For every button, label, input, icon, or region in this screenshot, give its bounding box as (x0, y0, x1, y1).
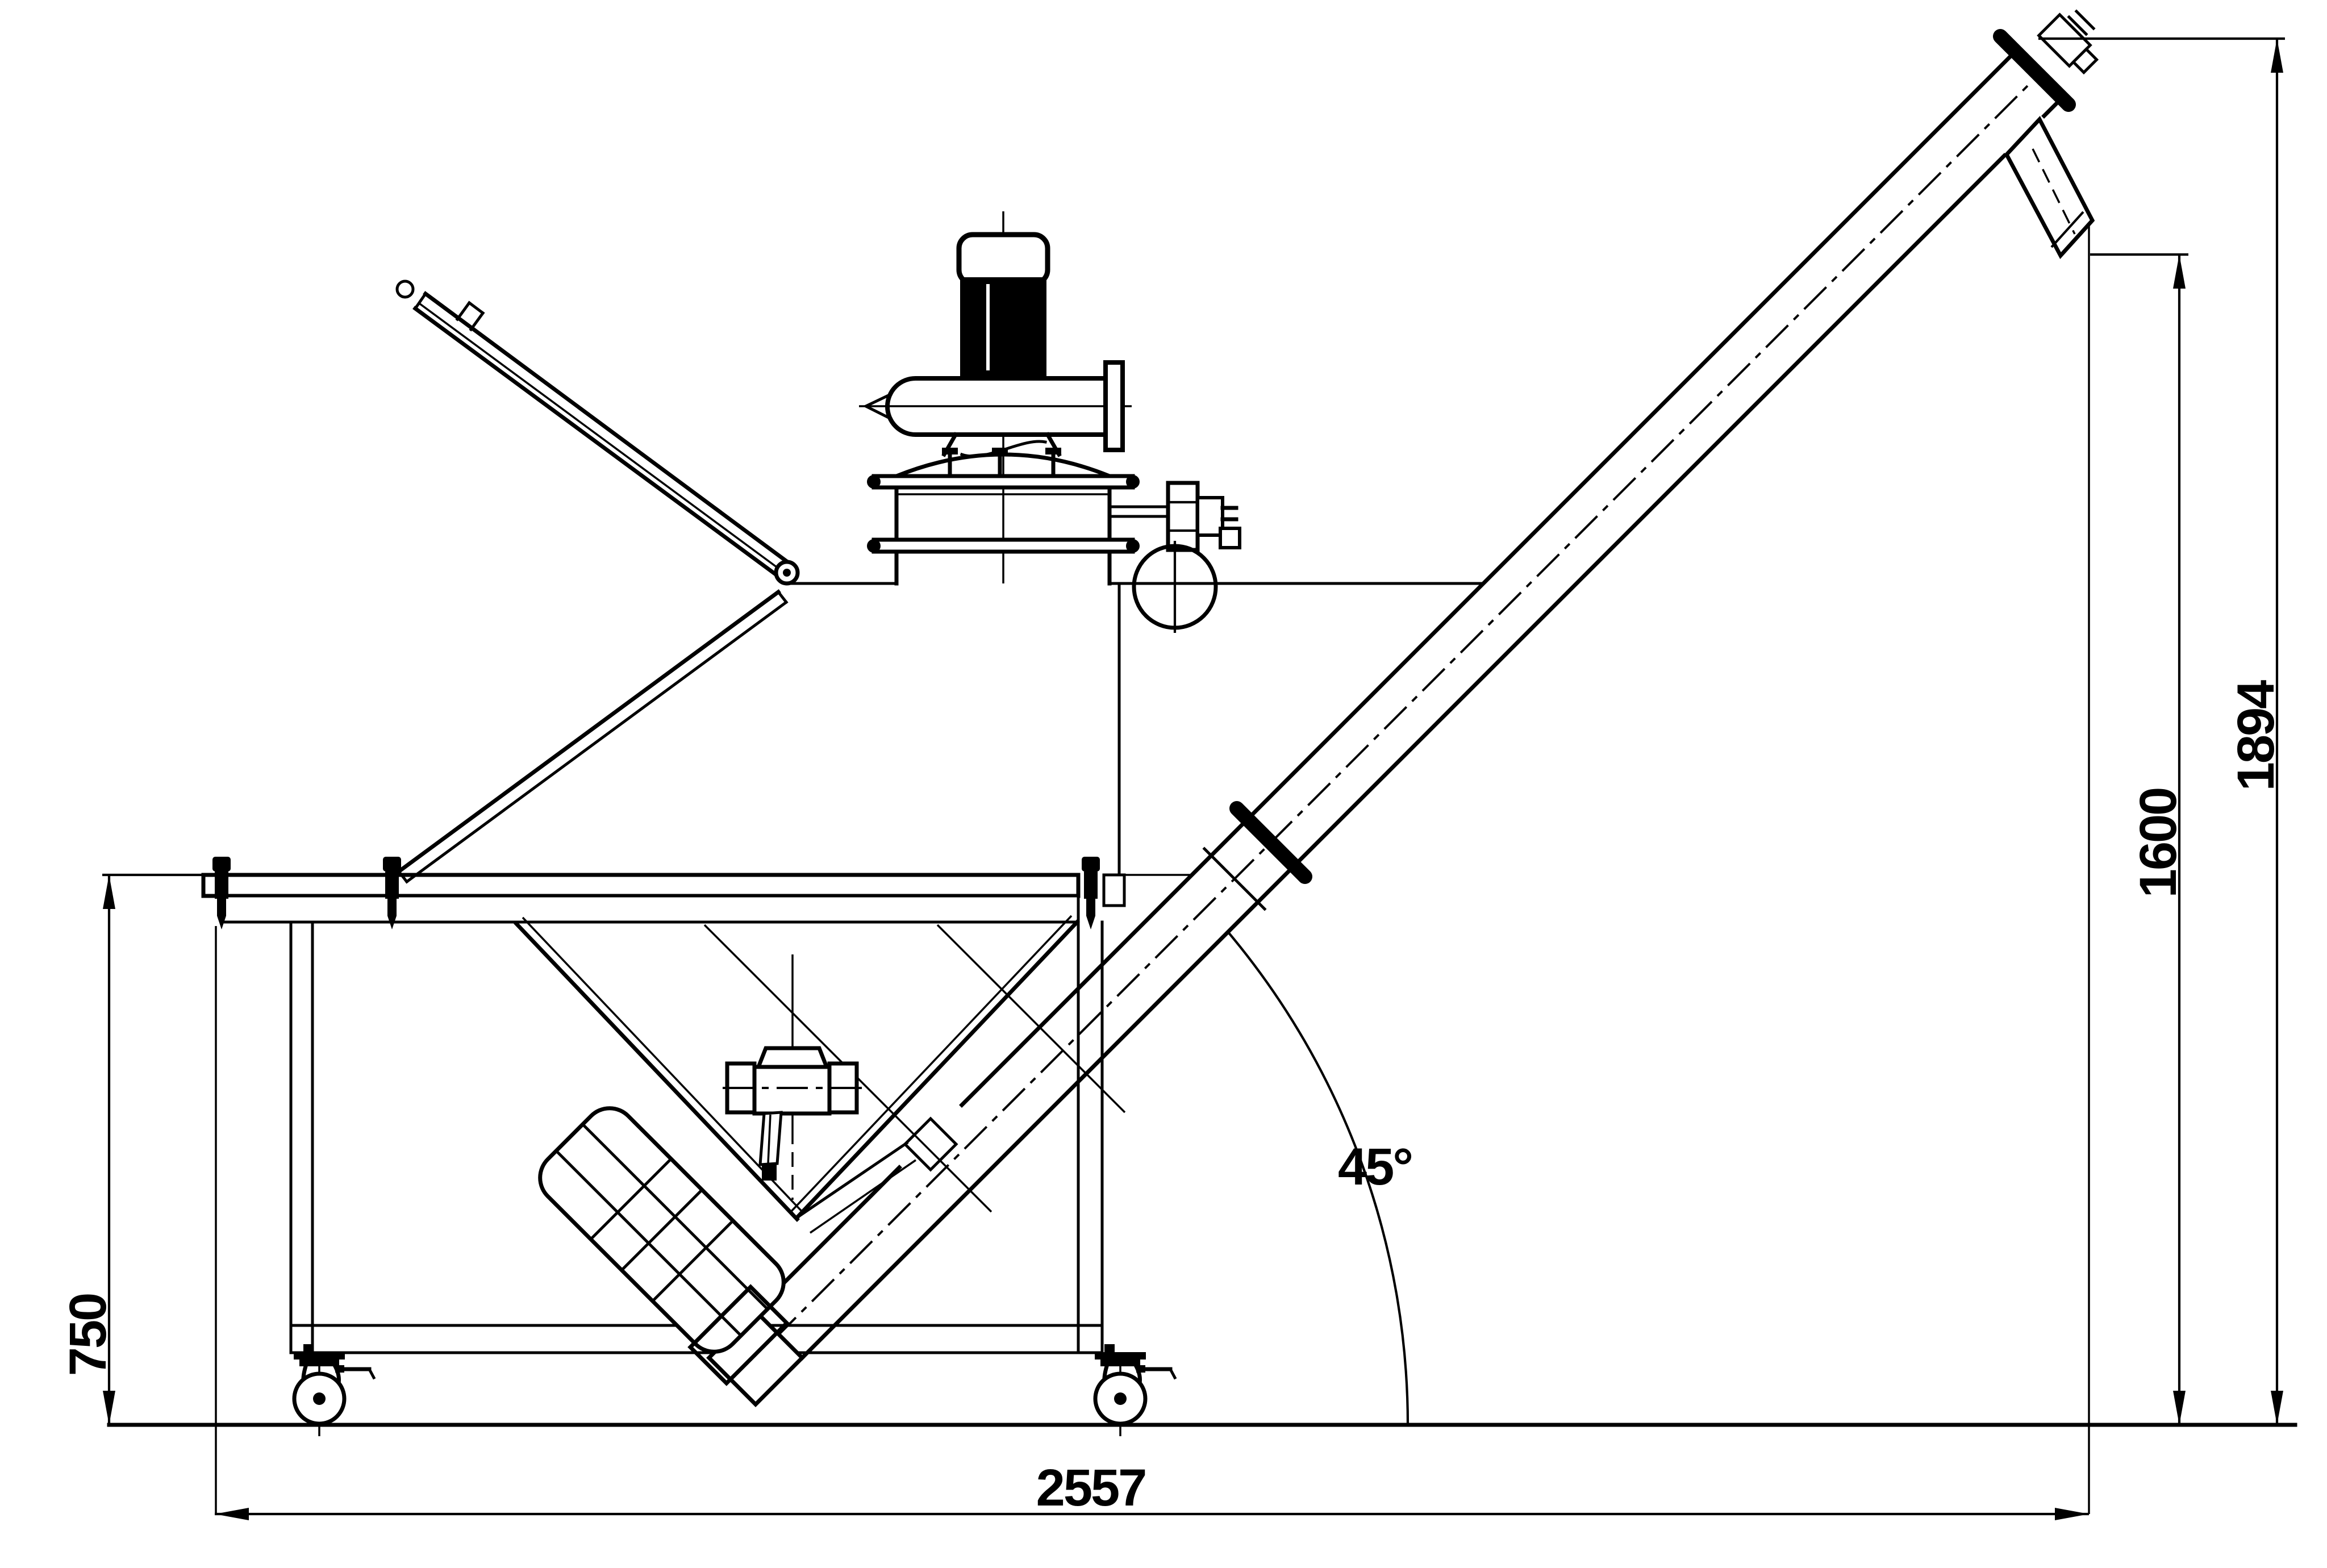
coupling (687, 1284, 790, 1386)
vibration-motor (723, 1046, 865, 1181)
caster-left (292, 1344, 376, 1436)
caster-right (1093, 1344, 1177, 1436)
dimension-1600: 1600 (2090, 253, 2188, 1425)
hopper (396, 582, 1483, 1234)
shaft-tip (862, 392, 893, 421)
tube-mid-clamp (1229, 801, 1312, 884)
lid-panel (423, 291, 790, 565)
side-outlet (1108, 481, 1241, 552)
drive-motor (538, 1106, 790, 1386)
dimension-750: 750 (59, 873, 206, 1425)
auger-tube (706, 9, 2099, 1407)
dim-1600-label: 1600 (2129, 789, 2187, 898)
dim-45-label: 45° (1338, 1138, 1412, 1196)
discharge-spout (2004, 116, 2095, 260)
dimension-1894: 1894 (2038, 37, 2285, 1425)
clamp-band (871, 537, 1135, 554)
lid-knob (395, 280, 415, 299)
cart-frame (201, 873, 1191, 1354)
dim-750-label: 750 (59, 1294, 117, 1377)
dome-clamps (942, 448, 1061, 478)
hopper-inclined-wall (396, 589, 781, 874)
blower-flange (1103, 360, 1125, 452)
sieve-stack (859, 211, 1241, 633)
sensor-probe (758, 1111, 783, 1166)
tube-top-flange (1993, 29, 2076, 112)
tube-lower-wall (799, 153, 2007, 1361)
dim-1894-label: 1894 (2227, 680, 2285, 791)
wall-base-plate (1102, 873, 1126, 907)
angle-arc (1227, 931, 1409, 1425)
tube-centerline (773, 83, 2030, 1341)
angle-dimension-45: 45° (1227, 931, 1413, 1425)
inlet-boot (903, 1116, 958, 1172)
motor-body (960, 277, 1046, 378)
latch-pin (1082, 857, 1100, 929)
tabletop (201, 873, 1081, 898)
latch-pin (212, 857, 231, 929)
cone-right-wall (794, 919, 1080, 1220)
dimension-2557: 2557 (215, 223, 2090, 1520)
handwheel (1132, 541, 1218, 633)
motor-cowl (956, 232, 1050, 286)
latch-pin (383, 857, 401, 929)
clamp-band (871, 474, 1135, 490)
cone-left-wall (514, 921, 800, 1222)
end-fitting (2037, 12, 2099, 75)
hopper-lid (395, 280, 800, 586)
dim-2557-label: 2557 (1036, 1459, 1146, 1517)
tabletop-beam (220, 894, 1080, 924)
latch-pins (212, 857, 1100, 929)
